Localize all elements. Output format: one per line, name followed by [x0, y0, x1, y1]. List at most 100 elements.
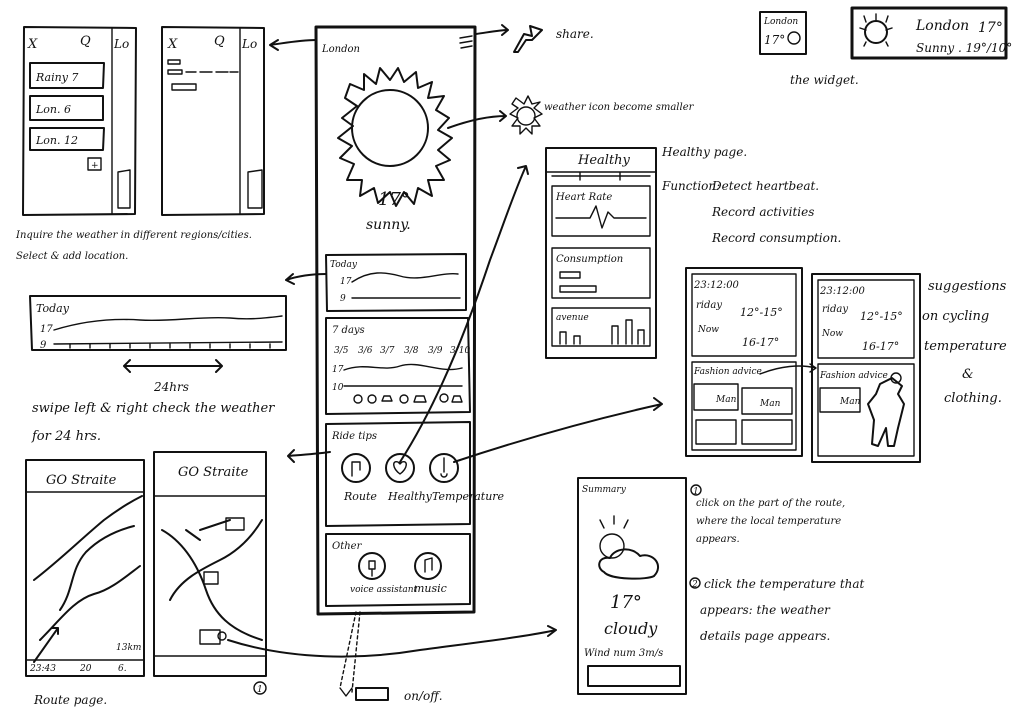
- route-title-1: GO Straite: [46, 473, 117, 488]
- city-item-2[interactable]: Lon. 6: [35, 103, 71, 116]
- annotation-route-page: Route page.: [33, 693, 107, 707]
- city-item-3[interactable]: Lon. 12: [35, 134, 78, 147]
- arrow-to-healthy: [400, 166, 528, 462]
- close-icon[interactable]: X: [167, 37, 178, 52]
- details-location: Summary: [582, 485, 627, 495]
- annotation-toggle: on/off.: [404, 689, 443, 703]
- suggest-temp-range: 12°-15°: [740, 306, 783, 319]
- temperature-marker-3[interactable]: [200, 630, 220, 644]
- arrow-to-small-sun: [448, 111, 506, 128]
- healthy-page: Healthy Heart Rate Consumption avenue: [546, 148, 656, 358]
- swipe-arrow: [124, 360, 222, 372]
- other-label: Other: [332, 541, 363, 552]
- route-stat-mid: 20: [79, 664, 92, 674]
- music-button[interactable]: music: [414, 553, 447, 595]
- details-wind: Wind num 3m/s: [584, 648, 663, 659]
- suggest-now-temp-2: 16-17°: [862, 340, 899, 353]
- healthy-button[interactable]: Healthy: [386, 454, 433, 503]
- suggestion-screen-1: 23:12:00 riday 12°-15° Now 16-17° Fashio…: [686, 268, 802, 456]
- fashion-label: Fashion advice: [693, 367, 762, 377]
- suggestion-note-2: on cycling: [922, 309, 989, 324]
- arrow-between-suggestions: [760, 364, 816, 374]
- temperature-marker-1[interactable]: [226, 518, 244, 530]
- menu-icon[interactable]: [460, 36, 472, 48]
- route-distance: 13km: [116, 643, 141, 653]
- today-wide-high: 17: [40, 324, 53, 335]
- details-condition: cloudy: [604, 619, 658, 638]
- date-3-10: 3/10: [450, 346, 470, 356]
- route-title-2: GO Straite: [178, 465, 249, 480]
- today-wide-label: Today: [36, 302, 70, 315]
- search-input-partial[interactable]: Lo: [241, 37, 257, 51]
- fashion-label-2: Fashion advice: [819, 371, 888, 381]
- widget-big-condition: Sunny . 19°/10°: [916, 41, 1012, 55]
- annotation-widget: the widget.: [790, 73, 859, 87]
- date-3-5: 3/5: [334, 346, 349, 356]
- suggest-day-2: riday: [822, 304, 848, 315]
- annotation-click-2c: details page appears.: [700, 629, 830, 643]
- suggest-day: riday: [696, 300, 722, 311]
- search-screen-list: X Q Lo Rainy 7 Lon. 6 Lon. 12 +: [23, 27, 136, 215]
- annotation-24hrs-2: for 24 hrs.: [31, 429, 101, 444]
- widget-large: London 17° Sunny . 19°/10°: [852, 8, 1012, 58]
- suggest-time-2: 23:12:00: [819, 286, 866, 297]
- search-input-partial[interactable]: Lo: [113, 37, 129, 51]
- condition-label: sunny.: [366, 217, 411, 233]
- voice-assistant-button[interactable]: voice assistant: [350, 553, 417, 595]
- healthy-label: Healthy: [387, 490, 433, 503]
- function-heartbeat: Detect heartbeat.: [711, 179, 819, 193]
- suggestion-screen-2: 23:12:00 riday 12°-15° Now 16-17° Fashio…: [812, 274, 920, 462]
- temperature-label: 17°: [378, 189, 410, 210]
- clothes-label-2: Man: [759, 399, 781, 409]
- music-label: music: [414, 582, 447, 595]
- search-icon[interactable]: Q: [214, 34, 225, 49]
- seven-days-card[interactable]: 7 days 3/5 3/6 3/7 3/8 3/9 3/10 17 10: [326, 318, 470, 414]
- today-wide-low: 9: [40, 340, 47, 351]
- arrow-to-route: [288, 450, 330, 462]
- consumption-label: Consumption: [556, 254, 623, 265]
- healthy-title: Healthy: [577, 153, 631, 168]
- clothes-label-3: Man: [839, 397, 861, 407]
- route-screen-1: GO Straite 13km 23:43 20 6.: [26, 460, 144, 676]
- search-icon[interactable]: Q: [80, 34, 91, 49]
- add-location-button[interactable]: +: [91, 161, 99, 171]
- cloudy-icon: [599, 516, 658, 579]
- small-sun-icon: [510, 96, 542, 134]
- main-phone: London 17° sunny. Today 17 9 7 days 3/5 …: [316, 27, 505, 614]
- date-3-6: 3/6: [358, 346, 373, 356]
- arrow-to-today-wide: [286, 274, 326, 284]
- route-button[interactable]: Route: [342, 454, 377, 503]
- weather-details-page: Summary 17° cloudy Wind num 3m/s: [578, 478, 686, 694]
- heart-rate-label: Heart Rate: [555, 192, 612, 203]
- annotation-click-2a: click the temperature that: [704, 577, 865, 591]
- city-item-1[interactable]: Rainy 7: [35, 71, 78, 84]
- annotation-24hrs: 24hrs: [153, 380, 189, 394]
- marker-circle-1: 1: [257, 685, 263, 695]
- temperature-marker-2[interactable]: [204, 572, 218, 584]
- suggestion-note-4: &: [962, 367, 974, 382]
- clothing-figure-icon: [868, 378, 904, 446]
- annotation-click-2b: appears: the weather: [700, 603, 831, 617]
- date-3-9: 3/9: [428, 346, 443, 356]
- today-card[interactable]: Today 17 9: [326, 254, 466, 311]
- annotation-click-1a: click on the part of the route,: [696, 498, 845, 509]
- annotation-select-add: Select & add location.: [16, 251, 128, 262]
- route-stat-time: 23:43: [29, 664, 56, 674]
- toggle-switch[interactable]: [356, 688, 388, 700]
- ride-tips-card: Ride tips Route Healthy Temperature: [326, 422, 505, 526]
- date-3-8: 3/8: [404, 346, 419, 356]
- details-bottom-panel: [588, 666, 680, 686]
- location-label: London: [321, 44, 360, 55]
- suggestion-note-3: temperature: [924, 339, 1007, 354]
- today-label: Today: [330, 260, 358, 270]
- suggest-now-temp: 16-17°: [742, 336, 779, 349]
- temperature-button[interactable]: Temperature: [430, 454, 505, 503]
- arrow-to-details: [228, 626, 556, 657]
- marker-circle-details: 1: [693, 487, 699, 497]
- suggest-now: Now: [697, 325, 719, 335]
- widget-big-temp: 17°: [978, 20, 1003, 36]
- function-activities: Record activities: [711, 205, 814, 219]
- sun-icon: [338, 68, 452, 206]
- close-icon[interactable]: X: [27, 37, 38, 52]
- week-low: 10: [332, 383, 344, 393]
